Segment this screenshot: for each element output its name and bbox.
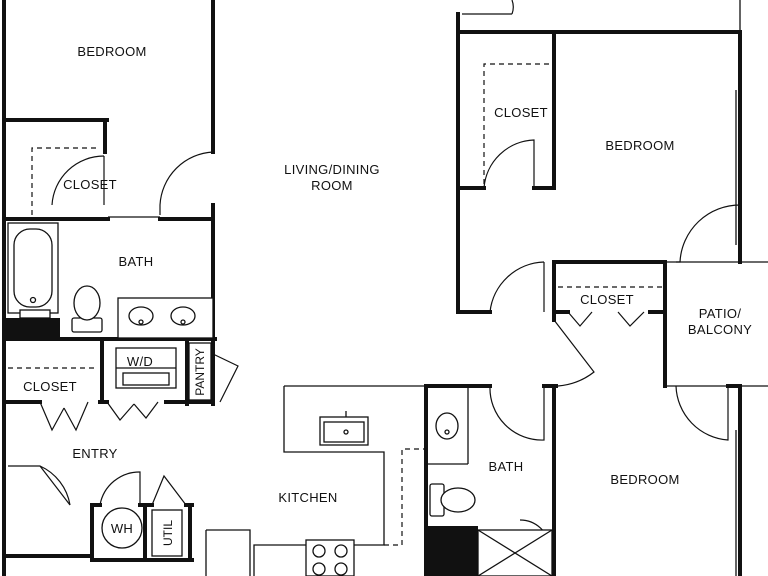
label-wh: WH xyxy=(111,521,133,536)
wall-block-right xyxy=(426,526,478,576)
wall-block xyxy=(4,318,60,340)
bathtub-icon xyxy=(7,222,59,314)
tub-step xyxy=(19,309,51,319)
stove-icon xyxy=(305,539,355,576)
label-living-line1: LIVING/DINING xyxy=(284,162,380,177)
label-bath-right: BATH xyxy=(489,459,524,474)
closet-top-right-rod xyxy=(483,63,552,184)
label-closet-top-right: CLOSET xyxy=(494,105,548,120)
util-box xyxy=(151,509,183,557)
label-bath-left: BATH xyxy=(119,254,154,269)
label-closet-left: CLOSET xyxy=(63,177,117,192)
label-pantry: PANTRY xyxy=(193,348,207,396)
water-heater-icon xyxy=(101,507,143,549)
label-closet-entry: CLOSET xyxy=(23,379,77,394)
label-patio-line2: BALCONY xyxy=(688,322,752,337)
pantry-shelf xyxy=(188,342,212,401)
kitchen-sink-icon xyxy=(319,411,369,446)
washer-dryer-icon xyxy=(115,347,177,389)
shower-icon xyxy=(477,529,553,576)
double-sink-vanity xyxy=(117,297,214,339)
label-bedroom-top-left: BEDROOM xyxy=(77,44,146,59)
label-util: UTIL xyxy=(161,520,175,546)
label-patio-line1: PATIO/ xyxy=(699,306,742,321)
label-entry: ENTRY xyxy=(72,446,117,461)
label-bedroom-bottom-right: BEDROOM xyxy=(610,472,679,487)
closet-left-rod xyxy=(31,147,100,215)
label-closet-mid-right: CLOSET xyxy=(580,292,634,307)
left-wing-walls xyxy=(2,0,217,576)
right-wing-doors xyxy=(483,139,741,549)
label-living-line2: ROOM xyxy=(311,178,353,193)
toilet-icon-right xyxy=(429,483,476,517)
right-vanity xyxy=(426,386,469,465)
label-bedroom-top-right: BEDROOM xyxy=(605,138,674,153)
label-wd: W/D xyxy=(127,354,153,369)
label-kitchen: KITCHEN xyxy=(278,490,337,505)
toilet-icon xyxy=(71,285,103,333)
left-wing-doors xyxy=(8,151,239,506)
right-wing-walls xyxy=(424,0,768,576)
